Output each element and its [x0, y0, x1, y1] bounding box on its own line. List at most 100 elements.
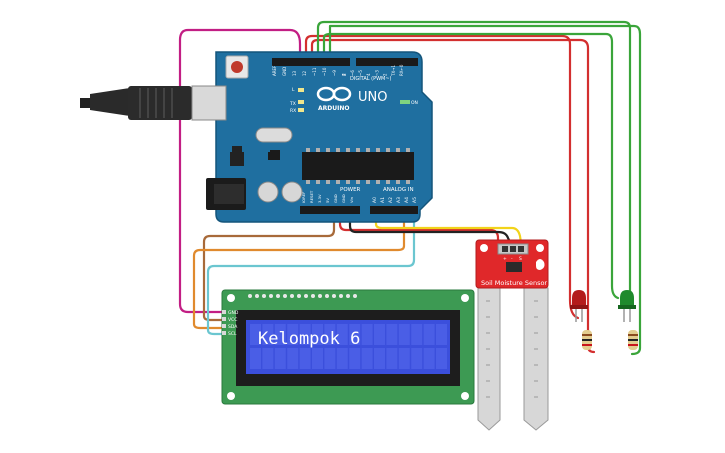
lcd-pad: [339, 294, 343, 298]
power-label: POWER: [340, 187, 361, 193]
arduino-uno-board[interactable]: ARDUINO UNO DIGITAL (PWM~) POWER ANALOG …: [191, 51, 433, 223]
lcd-character-grid: [250, 324, 447, 369]
wire-red-2: [310, 38, 596, 354]
digital-pin-label: RX←0: [399, 64, 404, 76]
wire-cyan: [206, 210, 416, 336]
lcd-cell: [250, 324, 261, 345]
lcd-pad: [248, 294, 252, 298]
lcd-pad: [276, 294, 280, 298]
power-pin-label: 3.3V: [317, 194, 322, 203]
digital-pin-label: ~9: [332, 70, 337, 76]
lcd-text: Kelompok 6: [258, 329, 360, 349]
digital-pin-label: 12: [302, 70, 307, 76]
digital-pin-label: 7: [342, 73, 347, 76]
lcd-cell: [398, 324, 410, 345]
lcd-pad: [346, 294, 350, 298]
digital-pin-label: 4: [366, 73, 371, 76]
digital-label: DIGITAL (PWM~): [350, 76, 392, 82]
digital-pin-label: TX→1: [391, 64, 396, 77]
lcd-header-pads: [248, 294, 357, 298]
lcd-cell: [336, 348, 348, 369]
lcd-cell: [398, 348, 410, 369]
green-led-assembly[interactable]: [618, 290, 638, 350]
lcd-pin-label: GND: [228, 310, 239, 316]
lcd-pin[interactable]: [222, 324, 226, 328]
lcd-cell: [361, 348, 373, 369]
digital-pin-label: ~10: [322, 67, 327, 76]
lcd-cell: [436, 348, 447, 369]
digital-pin-label: ~11: [312, 67, 317, 76]
lcd-cell: [262, 324, 274, 345]
lcd-pin[interactable]: [222, 331, 226, 335]
tx-label: TX: [289, 101, 296, 107]
lcd-pin-label: SCL: [228, 331, 237, 337]
red-led-assembly[interactable]: [570, 290, 592, 350]
digital-pin-label: ~6: [350, 70, 355, 76]
lcd-cell: [299, 324, 311, 345]
lcd-cell: [423, 324, 435, 345]
lcd-cell: [386, 324, 398, 345]
soil-moisture-sensor[interactable]: +-S Soil Moisture Sensor: [475, 239, 549, 431]
wire-red-sensor: [338, 210, 508, 252]
lcd-pin[interactable]: [222, 310, 226, 314]
power-pin-label: Vin: [349, 196, 354, 203]
lcd-pad: [255, 294, 259, 298]
lcd-pin-label: SDA: [228, 324, 238, 330]
power-pin-label: RESET: [309, 190, 314, 203]
lcd-pad: [290, 294, 294, 298]
l-label: L: [292, 87, 295, 93]
sensor-pin-label: S: [519, 256, 522, 262]
wire-magenta: [178, 28, 302, 314]
lcd-pad: [262, 294, 266, 298]
lcd-pin[interactable]: [222, 317, 226, 321]
lcd-pad: [269, 294, 273, 298]
rx-label: RX: [290, 108, 296, 114]
lcd-cell: [374, 348, 385, 369]
arduino-logo-icon: [316, 86, 352, 102]
digital-pin-label: GND: [282, 67, 287, 76]
lcd-cell: [274, 324, 286, 345]
lcd-cell: [299, 348, 311, 369]
digital-pin-label: 2: [383, 73, 388, 76]
sensor-pin-label: -: [511, 257, 513, 262]
on-label: ON: [411, 100, 418, 106]
lcd-cell: [324, 324, 336, 345]
lcd-pad: [353, 294, 357, 298]
analog-pin-label: A3: [396, 197, 402, 203]
digital-pin-label: 13: [292, 70, 297, 76]
arduino-model: UNO: [358, 90, 387, 105]
wire-black: [348, 210, 516, 252]
lcd-cell: [312, 348, 323, 369]
wire-green-3: [328, 24, 642, 356]
sensor-pin-label: +: [503, 256, 507, 262]
lcd-cell: [324, 348, 336, 369]
digital-pin-label: 8: [342, 73, 347, 76]
digital-pin-label: ~3: [374, 70, 379, 76]
wire-orange: [192, 210, 406, 330]
analog-pin-label: A2: [388, 197, 394, 203]
lcd-cell: [312, 324, 323, 345]
lcd-pad: [304, 294, 308, 298]
lcd-pin-label: VCC: [228, 317, 237, 323]
lcd-cell: [411, 324, 423, 345]
lcd-cell: [287, 348, 299, 369]
lcd-cell: [349, 348, 361, 369]
digital-pin-label: ~5: [358, 70, 363, 76]
lcd-cell: [274, 348, 286, 369]
digital-pin-label: AREF: [272, 65, 277, 76]
lcd-cell: [436, 324, 447, 345]
power-pin-label: 5V: [325, 198, 330, 203]
lcd-cell: [287, 324, 299, 345]
sensor-pin-labels: +- S: [503, 256, 522, 262]
lcd-pad: [283, 294, 287, 298]
lcd-pad: [325, 294, 329, 298]
analog-pin-label: A0: [372, 197, 378, 203]
lcd-cell: [386, 348, 398, 369]
lcd-pad: [332, 294, 336, 298]
lcd-pad: [297, 294, 301, 298]
